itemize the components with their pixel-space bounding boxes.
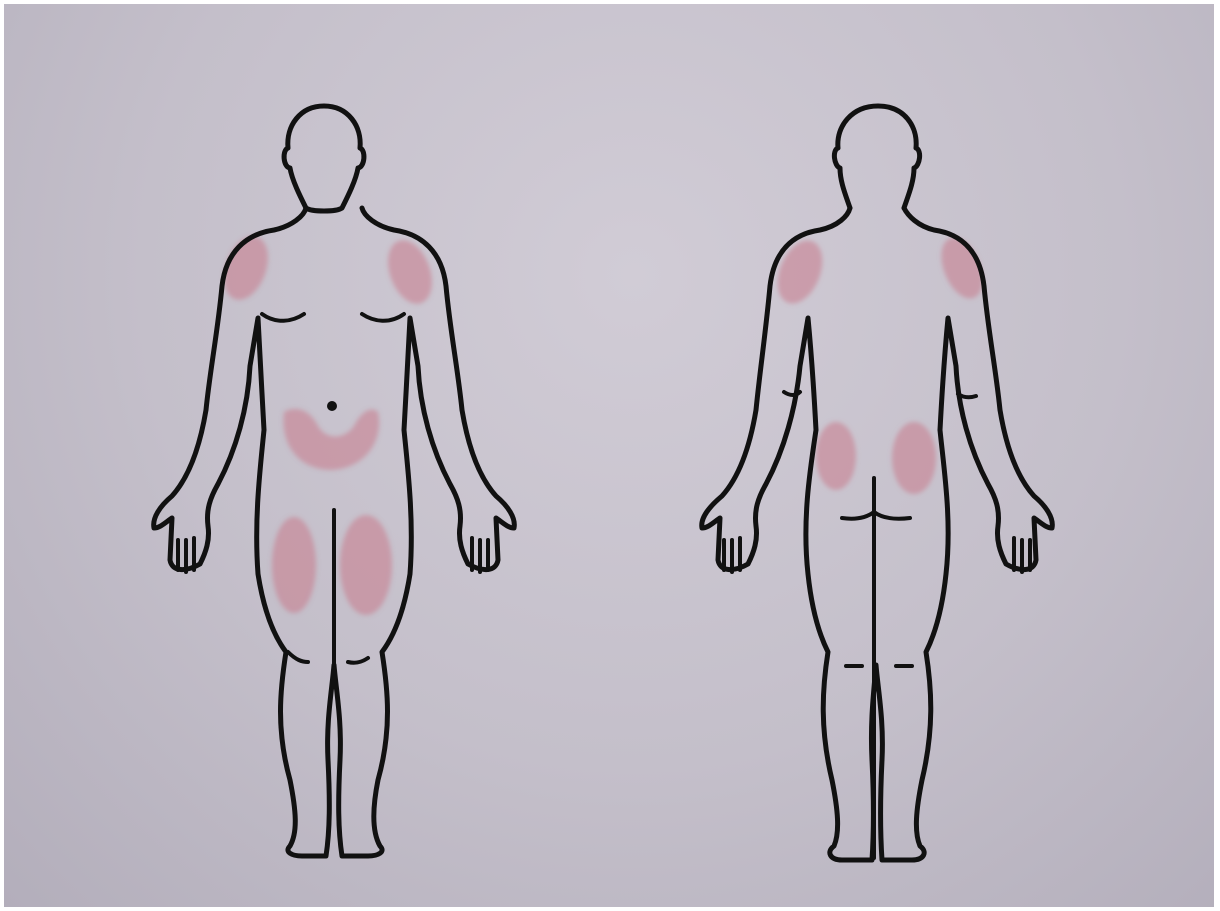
- front-chest-line-left: [262, 314, 304, 321]
- back-right-hip-marking: [892, 422, 936, 494]
- front-right-knee: [348, 658, 368, 663]
- front-figure: [154, 106, 515, 856]
- front-abdomen-marking: [283, 409, 379, 470]
- back-right-elbow: [958, 394, 976, 397]
- front-left-knee: [288, 652, 308, 662]
- back-head-outline: [834, 106, 919, 208]
- back-body-outline: [702, 208, 1053, 860]
- front-left-thigh-marking: [272, 517, 316, 613]
- back-figure: [702, 106, 1053, 860]
- back-left-hip-marking: [816, 422, 856, 490]
- back-left-elbow: [784, 392, 800, 395]
- back-left-shoulder-marking: [769, 234, 831, 310]
- front-chest-line-right: [362, 314, 404, 321]
- front-right-thigh-marking: [340, 515, 392, 615]
- front-head-outline: [284, 106, 364, 211]
- front-navel: [327, 401, 337, 411]
